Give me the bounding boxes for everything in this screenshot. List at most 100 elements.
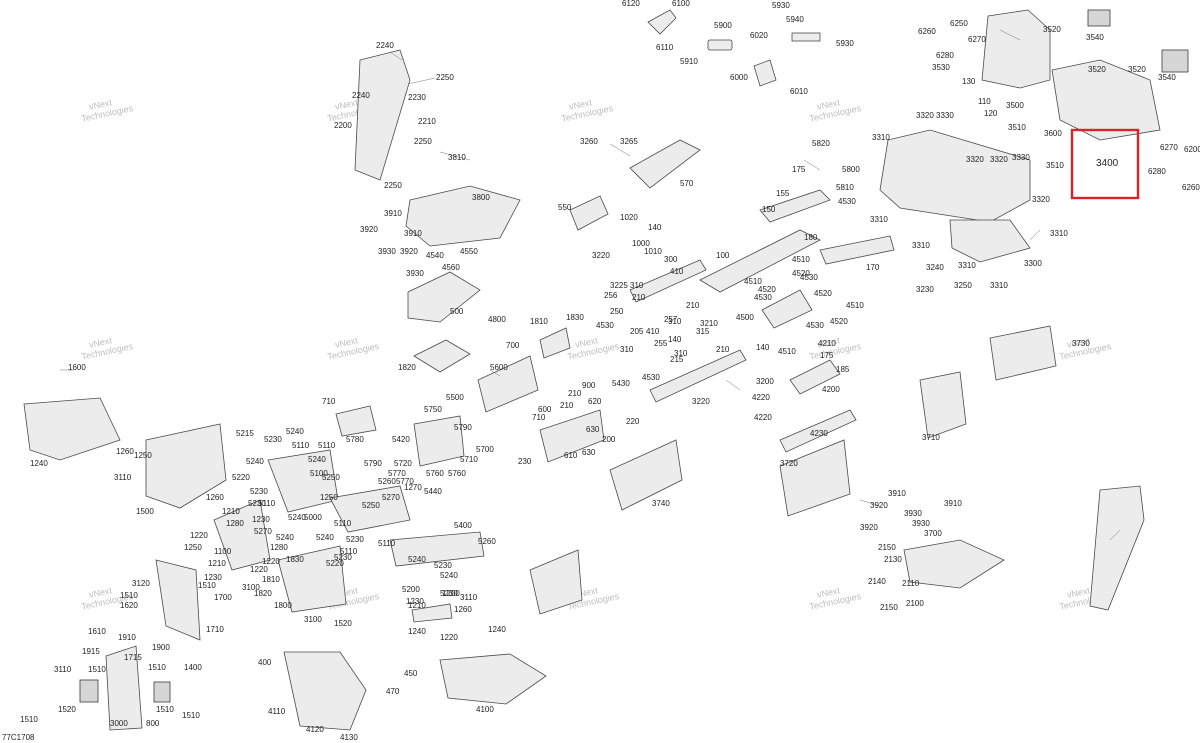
part-label: 5420	[392, 435, 410, 444]
part-label: 140	[648, 223, 662, 232]
part-label: 1210	[208, 559, 226, 568]
part-label: 6270	[968, 35, 986, 44]
part-label: 130	[962, 77, 976, 86]
part-label: 3120	[132, 579, 150, 588]
part-label: 1260	[206, 493, 224, 502]
part-label: 6110	[656, 43, 674, 52]
part-label: 5500	[446, 393, 464, 402]
part-label: 1810	[530, 317, 548, 326]
part-label: 300	[664, 255, 678, 264]
part-label: 3260	[580, 137, 598, 146]
part-600-shape	[539, 409, 605, 463]
part-2240-shape	[354, 49, 411, 181]
part-label: 4560	[442, 263, 460, 272]
part-label: 3300	[1024, 259, 1042, 268]
part-label: 4110	[268, 707, 286, 716]
part-label: 2130	[884, 555, 902, 564]
part-label: 3720	[780, 459, 798, 468]
part-label: 610	[564, 451, 578, 460]
part-label: 5220	[326, 559, 344, 568]
part-label: 1400	[184, 663, 202, 672]
part-label: 630	[586, 425, 600, 434]
part-label: 5770	[388, 469, 406, 478]
part-label: 1715	[124, 653, 142, 662]
part-label: 3920	[860, 523, 878, 532]
watermark-text: vNext	[816, 97, 841, 112]
part-label: 5230	[334, 553, 352, 562]
part-label: 1510	[148, 663, 166, 672]
part-3520-shape	[1051, 59, 1161, 141]
part-label: 5200	[402, 585, 420, 594]
part-label: 3520	[1088, 65, 1106, 74]
highlight-box[interactable]	[1070, 128, 1140, 200]
part-label: 1240	[488, 625, 506, 634]
part-label: 2240	[376, 41, 394, 50]
part-label: 3310	[872, 133, 890, 142]
part-label: 4220	[754, 413, 772, 422]
part-label: 3530	[932, 63, 950, 72]
part-label: 200	[602, 435, 616, 444]
part-label: 175	[820, 351, 834, 360]
part-label: 4520	[792, 269, 810, 278]
part-label: 230	[518, 457, 532, 466]
part-5700-shape	[413, 415, 465, 467]
part-label: 5230	[264, 435, 282, 444]
part-5940-shape	[791, 32, 821, 42]
part-label: 1240	[408, 627, 426, 636]
part-label: 4530	[596, 321, 614, 330]
part-label: 210	[560, 401, 574, 410]
part-label: 3320	[966, 155, 984, 164]
part-label: 3510	[1008, 123, 1026, 132]
part-300-shape	[629, 259, 707, 303]
watermark-text: vNext	[574, 335, 599, 350]
part-1200-shape	[213, 499, 271, 571]
part-label: 5270	[254, 527, 272, 536]
part-label: 570	[680, 179, 694, 188]
part-label: 620	[588, 397, 602, 406]
part-3540b-shape	[1161, 49, 1189, 73]
watermark-text: vNext	[88, 335, 113, 350]
part-label: 900	[582, 381, 596, 390]
part-label: 205	[630, 327, 644, 336]
part-label: 5770	[396, 477, 414, 486]
part-label: 5240	[316, 533, 334, 542]
part-label: 5000	[304, 513, 322, 522]
part-label: 3930	[378, 247, 396, 256]
watermark-text: vNext	[334, 97, 359, 112]
part-label: 4100	[476, 705, 494, 714]
part-label: 5600	[490, 363, 508, 372]
part-label: 2110	[902, 579, 920, 588]
part-label: 5240	[246, 457, 264, 466]
part-label: 3520	[1128, 65, 1146, 74]
part-label: 5230	[250, 487, 268, 496]
part-label: 3320	[990, 155, 1008, 164]
part-label: 3930	[406, 269, 424, 278]
part-label: 1520	[58, 705, 76, 714]
part-1100-shape	[277, 545, 347, 613]
part-label: 1260	[116, 447, 134, 456]
part-label: 3200	[756, 377, 774, 386]
part-label: 1010	[644, 247, 662, 256]
part-label: 5790	[454, 423, 472, 432]
part-label: 310	[630, 281, 644, 290]
part-label: 315	[696, 327, 710, 336]
part-label: 5110	[378, 539, 396, 548]
part-label: 3910	[944, 499, 962, 508]
part-label: 1000	[632, 239, 650, 248]
part-3100-shape	[23, 397, 121, 461]
part-label: 1900	[152, 643, 170, 652]
part-label: 5400	[454, 521, 472, 530]
part-label: 1915	[82, 647, 100, 656]
part-5900-shape	[707, 39, 733, 51]
part-label: 2150	[878, 543, 896, 552]
part-label: 2100	[906, 599, 924, 608]
part-label: 2250	[436, 73, 454, 82]
part-700-shape	[539, 327, 571, 359]
part-label: 2150	[880, 603, 898, 612]
part-label: 5100	[310, 469, 328, 478]
part-label: 630	[582, 448, 596, 457]
watermark-text: vNext	[334, 335, 359, 350]
part-label: 3730	[1072, 339, 1090, 348]
part-label: 4540	[426, 251, 444, 260]
